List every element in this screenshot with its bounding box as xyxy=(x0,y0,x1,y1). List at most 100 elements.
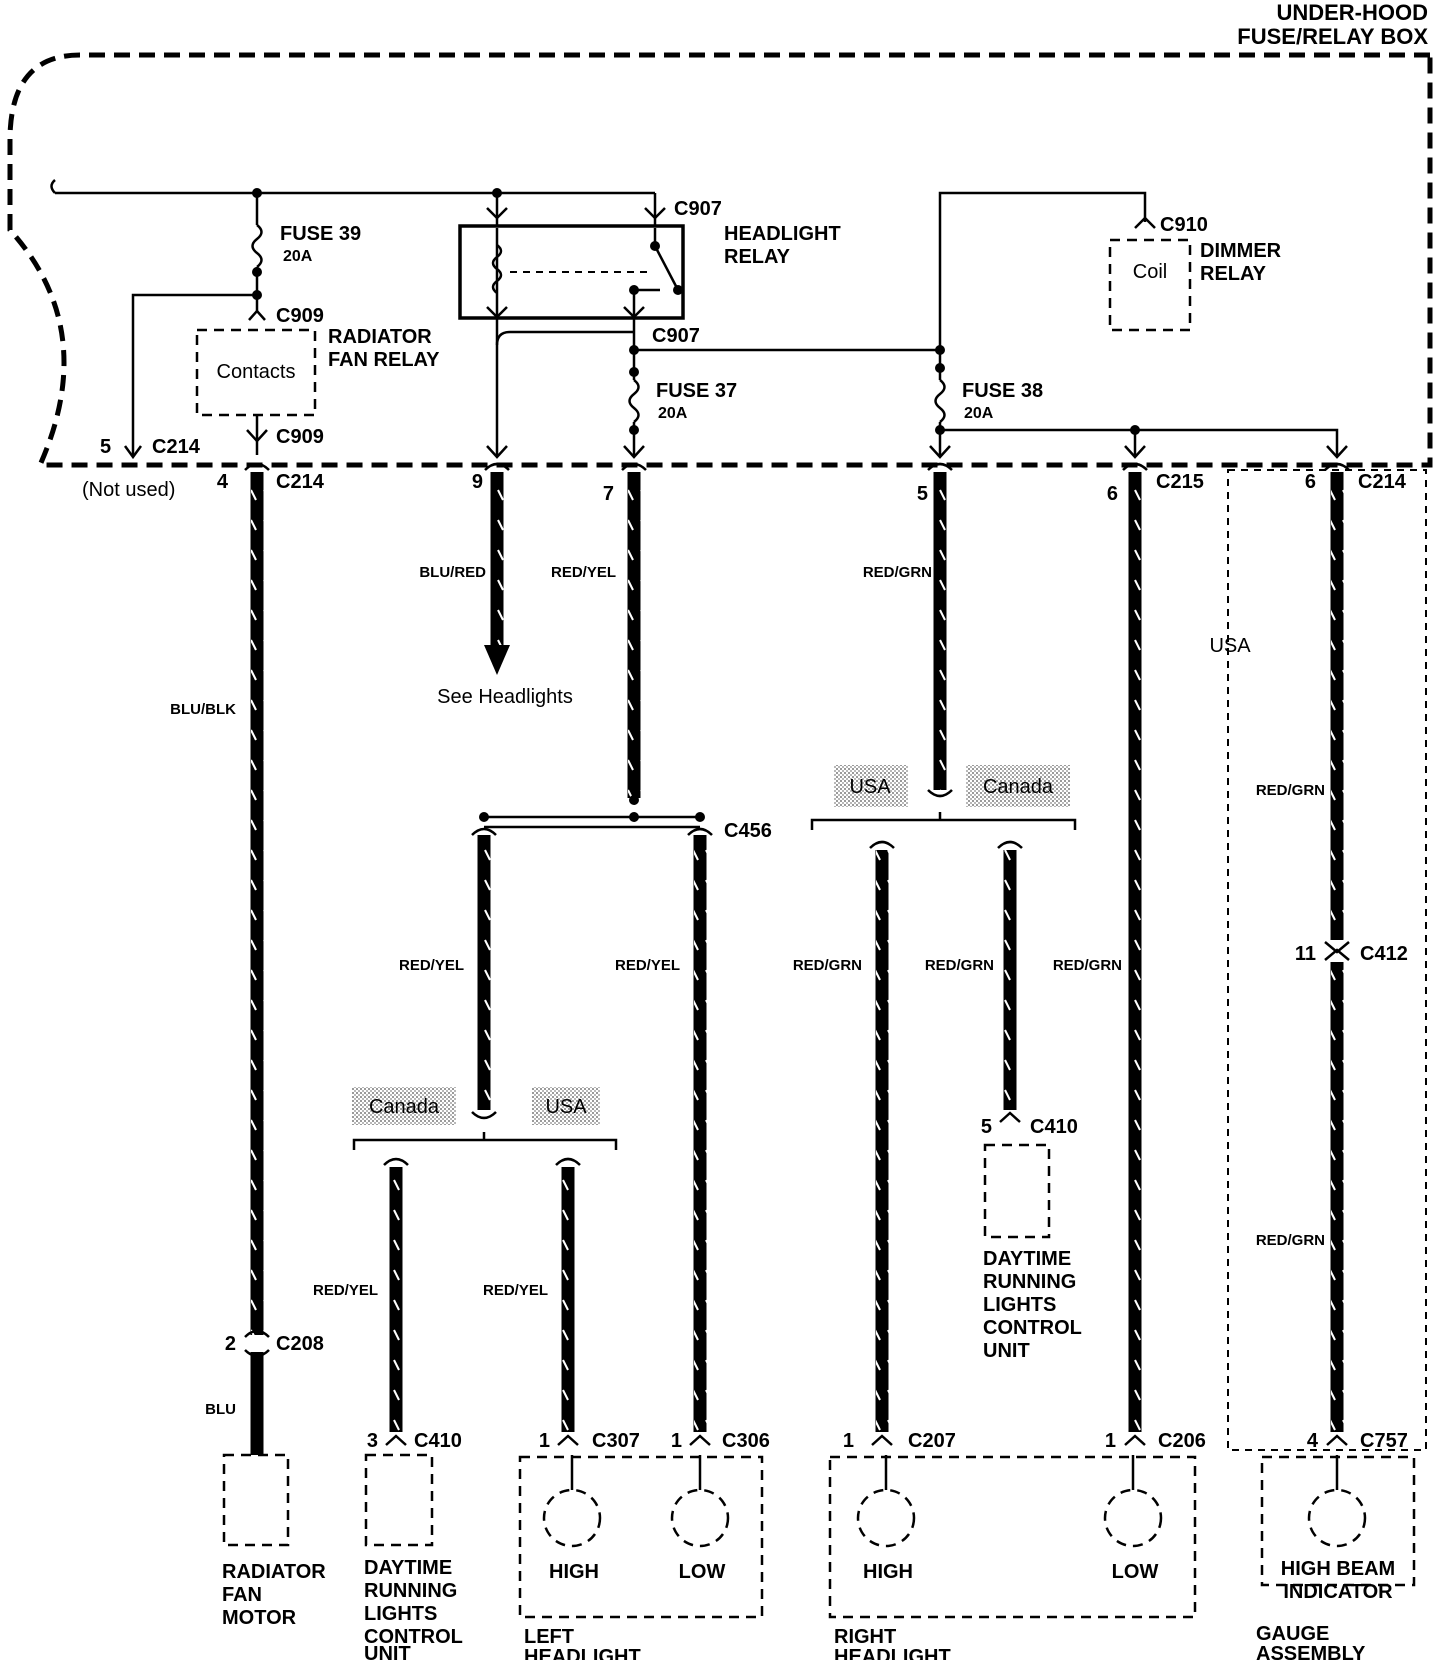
dimmer-relay-1: DIMMER xyxy=(1200,240,1282,262)
usa-region-label: USA xyxy=(1209,635,1251,657)
left-headlight-box xyxy=(518,1455,764,1619)
wire-red-grn-high: RED/GRN xyxy=(793,957,862,974)
c207: C207 xyxy=(908,1430,956,1452)
c412: C412 xyxy=(1360,943,1408,965)
drl-left-3: LIGHTS xyxy=(364,1603,437,1625)
right-low-label: LOW xyxy=(1112,1561,1159,1583)
c208: C208 xyxy=(276,1333,324,1355)
wire-red-yel-branch: RED/YEL xyxy=(399,957,464,974)
fuse39-rating: 20A xyxy=(283,248,313,265)
pin-1-c306: 1 xyxy=(671,1430,682,1452)
usa-label-right: USA xyxy=(849,776,891,798)
c215: C215 xyxy=(1156,471,1204,493)
fuse-box-title-1: UNDER-HOOD xyxy=(1276,0,1428,25)
pin-6-c215: 6 xyxy=(1107,483,1118,505)
see-headlights-note: See Headlights xyxy=(437,686,573,708)
wire-red-yel-drl: RED/YEL xyxy=(313,1282,378,1299)
high-beam-indicator-bulb xyxy=(1307,1488,1367,1548)
radiator-fan-motor-3: MOTOR xyxy=(222,1607,297,1629)
canada-label-left: Canada xyxy=(369,1096,440,1118)
c456: C456 xyxy=(724,820,772,842)
c910: C910 xyxy=(1160,214,1208,236)
wire-red-grn-low: RED/GRN xyxy=(1053,957,1122,974)
right-low-bulb xyxy=(1103,1488,1163,1548)
pin-4-c214: 4 xyxy=(217,471,229,493)
left-high-label: HIGH xyxy=(549,1561,599,1583)
coil-label: Coil xyxy=(1133,261,1167,283)
right-high-bulb xyxy=(856,1488,916,1548)
right-headlight-box xyxy=(828,1455,1197,1619)
fuse38-rating: 20A xyxy=(964,405,994,422)
pin-3-c410: 3 xyxy=(367,1430,378,1452)
wire-red-yel-low: RED/YEL xyxy=(615,957,680,974)
c410-right: C410 xyxy=(1030,1116,1078,1138)
contacts-label: Contacts xyxy=(217,361,296,383)
c410-left: C410 xyxy=(414,1430,462,1452)
pin-1-c206: 1 xyxy=(1105,1430,1116,1452)
right-headlight-2: HEADLIGHT xyxy=(834,1646,951,1660)
c909-top: C909 xyxy=(276,305,324,327)
pin-2-c208: 2 xyxy=(225,1333,236,1355)
wire-red-grn-main: RED/GRN xyxy=(863,564,932,581)
c909-bottom: C909 xyxy=(276,426,324,448)
pin-1-c207: 1 xyxy=(843,1430,854,1452)
pin-5: 5 xyxy=(917,483,928,505)
pin-7: 7 xyxy=(603,483,614,505)
pin-9: 9 xyxy=(472,471,483,493)
pin-1-c307: 1 xyxy=(539,1430,550,1452)
pin-5-c214: 5 xyxy=(100,436,111,458)
headlight-relay-2: RELAY xyxy=(724,246,791,268)
radiator-fan-motor-box xyxy=(222,1453,290,1547)
fuse-box-outline xyxy=(7,52,1433,468)
radiator-fan-motor-1: RADIATOR xyxy=(222,1561,326,1583)
not-used-note: (Not used) xyxy=(82,479,175,501)
c907-bottom: C907 xyxy=(652,325,700,347)
pin-11-c412: 11 xyxy=(1295,943,1316,965)
wire-red-grn-indicator-2: RED/GRN xyxy=(1256,1232,1325,1249)
gauge-assembly-2: ASSEMBLY xyxy=(1256,1643,1366,1660)
c214-a: C214 xyxy=(276,471,325,493)
c757: C757 xyxy=(1360,1430,1408,1452)
drl-left-5: UNIT xyxy=(364,1643,411,1660)
radiator-fan-relay-1: RADIATOR xyxy=(328,326,432,348)
radiator-fan-relay-2: FAN RELAY xyxy=(328,349,440,371)
drl-right-1: DAYTIME xyxy=(983,1248,1071,1270)
drl-right-3: LIGHTS xyxy=(983,1294,1056,1316)
dimmer-relay-2: RELAY xyxy=(1200,263,1267,285)
wire-red-grn-drl: RED/GRN xyxy=(925,957,994,974)
wire-blu: BLU xyxy=(205,1401,236,1418)
c214-left: C214 xyxy=(152,436,201,458)
usa-tag-right xyxy=(834,765,908,807)
c214-b: C214 xyxy=(1358,471,1407,493)
drl-right-2: RUNNING xyxy=(983,1271,1076,1293)
c907-top: C907 xyxy=(674,198,722,220)
fuse39-label: FUSE 39 xyxy=(280,223,361,245)
harness: (Not used) 4 C214 BLU/BLK 2 C208 BLU RAD… xyxy=(82,462,1427,1660)
wire-red-grn-indicator: RED/GRN xyxy=(1256,782,1325,799)
canada-tag-right xyxy=(966,765,1070,807)
c307: C307 xyxy=(592,1430,640,1452)
usa-label-left: USA xyxy=(545,1096,587,1118)
headlight-relay-1: HEADLIGHT xyxy=(724,223,841,245)
canada-label-right: Canada xyxy=(983,776,1054,798)
drl-left-4: CONTROL xyxy=(364,1626,463,1648)
pin-5-c410: 5 xyxy=(981,1116,992,1138)
wire-blu-blk: BLU/BLK xyxy=(170,701,236,718)
left-low-bulb xyxy=(670,1488,730,1548)
c306: C306 xyxy=(722,1430,770,1452)
fuse38-label: FUSE 38 xyxy=(962,380,1043,402)
high-beam-indicator-1: HIGH BEAM xyxy=(1281,1558,1395,1580)
wire-red-yel-high: RED/YEL xyxy=(483,1282,548,1299)
left-low-label: LOW xyxy=(679,1561,726,1583)
radiator-fan-motor-2: FAN xyxy=(222,1584,262,1606)
dimmer-relay-box xyxy=(1108,238,1192,332)
pin-4-c757: 4 xyxy=(1307,1430,1319,1452)
right-high-label: HIGH xyxy=(863,1561,913,1583)
left-headlight-1: LEFT xyxy=(524,1626,574,1648)
right-headlight-1: RIGHT xyxy=(834,1626,896,1648)
drl-right-5: UNIT xyxy=(983,1340,1030,1362)
fuse37-rating: 20A xyxy=(658,405,688,422)
wire-blu-red: BLU/RED xyxy=(419,564,486,581)
pin-6-c214: 6 xyxy=(1305,471,1316,493)
